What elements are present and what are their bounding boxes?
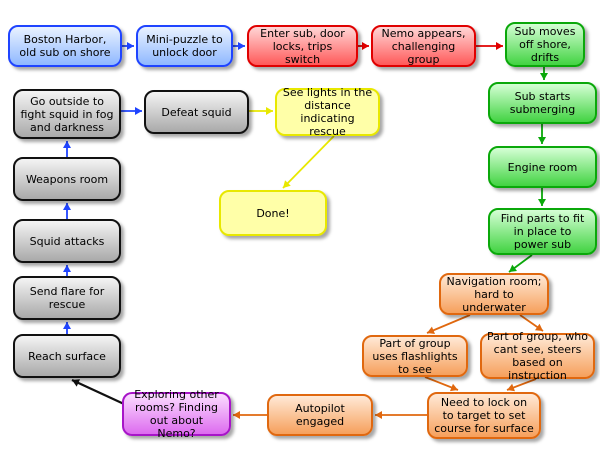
node-flashlights: Part of group uses flashlights to see <box>362 335 468 377</box>
arrowhead-defeat-to-seelights <box>266 107 273 115</box>
node-boston-harbor: Boston Harbor, old sub on shore <box>8 25 122 67</box>
node-navigation-room: Navigation room; hard to underwater <box>439 273 549 315</box>
arrowhead-squid-to-weapons <box>63 203 71 210</box>
arrow-seelights-to-done <box>282 135 335 189</box>
arrow-exploring-to-reachsurface <box>71 379 125 405</box>
arrowhead-flashlights-to-lockon <box>450 383 458 392</box>
node-defeat-squid: Defeat squid <box>144 90 249 134</box>
arrowhead-weapons-to-outside <box>63 141 71 148</box>
arrowhead-navigation-to-flashlights <box>427 326 436 334</box>
arrowhead-engine-to-findparts <box>538 199 546 206</box>
node-nemo-appears: Nemo appears, challenging group <box>371 25 476 67</box>
node-engine-room: Engine room <box>488 146 597 188</box>
arrowhead-steers-to-lockon <box>507 383 515 392</box>
node-reach-surface: Reach surface <box>13 334 121 378</box>
arrowhead-navigation-to-steers <box>534 323 543 331</box>
arrowhead-outside-to-defeat <box>135 107 142 115</box>
node-mini-puzzle: Mini-puzzle to unlock door <box>136 25 233 67</box>
arrowhead-boston-to-minipuzzle <box>127 42 134 50</box>
node-send-flare: Send flare for rescue <box>13 276 121 320</box>
arrowhead-exploring-to-reachsurface <box>72 379 81 387</box>
node-autopilot: Autopilot engaged <box>267 394 373 436</box>
arrowhead-lockon-to-autopilot <box>375 411 382 419</box>
node-sub-moves: Sub moves off shore, drifts <box>505 22 585 67</box>
node-sub-submerging: Sub starts submerging <box>488 82 597 124</box>
arrowhead-submerging-to-engine <box>538 137 546 144</box>
node-steers: Part of group, who cant see, steers base… <box>480 330 595 382</box>
node-exploring: Exploring other rooms? Finding out about… <box>122 388 231 440</box>
node-go-outside: Go outside to fight squid in fog and dar… <box>13 89 121 139</box>
node-lock-on: Need to lock on to target to set course … <box>427 392 541 439</box>
arrow-navigation-to-flashlights <box>426 314 471 334</box>
arrowhead-submoves-to-submerging <box>540 73 548 80</box>
arrowhead-minipuzzle-to-entersub <box>238 42 245 50</box>
arrowhead-seelights-to-done <box>283 180 291 188</box>
arrowhead-entersub-to-nemo <box>362 42 369 50</box>
arrowhead-sendflare-to-squid <box>63 265 71 272</box>
node-weapons-room: Weapons room <box>13 157 121 201</box>
node-squid-attacks: Squid attacks <box>13 219 121 263</box>
node-enter-sub: Enter sub, door locks, trips switch <box>247 25 358 67</box>
arrowhead-nemo-to-submoves <box>496 42 503 50</box>
node-see-lights: See lights in the distance indicating re… <box>275 86 380 138</box>
node-done: Done! <box>219 190 327 236</box>
node-find-parts: Find parts to fit in place to power sub <box>488 208 597 255</box>
arrowhead-findparts-to-navigation <box>509 264 518 272</box>
arrowhead-autopilot-to-exploring <box>233 411 240 419</box>
arrowhead-reachsurface-to-sendflare <box>63 322 71 329</box>
